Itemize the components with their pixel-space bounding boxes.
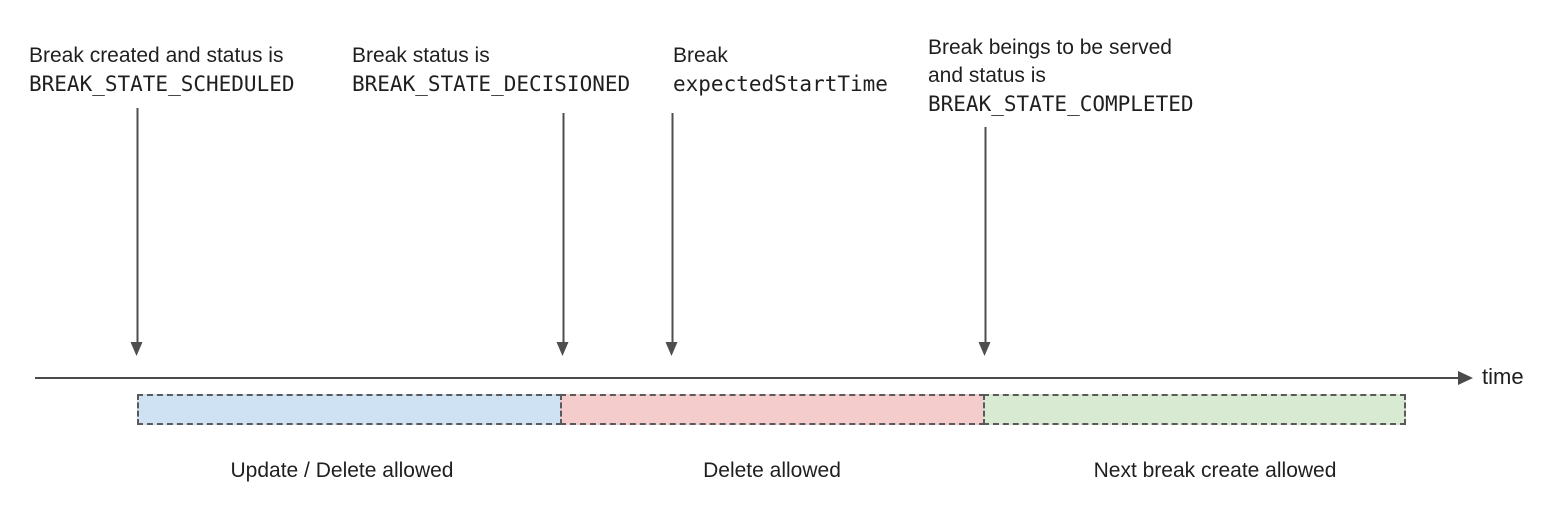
annotation-scheduled-text: Break created and status is <box>29 44 284 67</box>
segment-label-delete: Delete allowed <box>703 459 841 482</box>
arrow-down-icon <box>665 113 679 356</box>
annotation-decisioned-code: BREAK_STATE_DECISIONED <box>352 72 631 96</box>
segment-label-next-break: Next break create allowed <box>1093 459 1337 482</box>
segment-next-break-create-allowed <box>983 394 1406 425</box>
segment-delete-allowed <box>560 394 985 425</box>
annotation-completed-code: BREAK_STATE_COMPLETED <box>928 92 1194 116</box>
arrow-down-icon <box>978 127 992 356</box>
annotation-completed-text-2: and status is <box>928 64 1046 87</box>
annotation-expected-start-code: expectedStartTime <box>673 72 888 96</box>
arrow-down-icon <box>556 113 570 356</box>
annotation-scheduled: Break created and status is BREAK_STATE_… <box>29 42 295 99</box>
arrow-shaft <box>671 113 673 344</box>
annotation-scheduled-code: BREAK_STATE_SCHEDULED <box>29 72 295 96</box>
arrow-head <box>978 342 991 356</box>
arrow-down-icon <box>130 108 144 356</box>
annotation-expected-start-text: Break <box>673 44 728 67</box>
arrow-head <box>665 342 678 356</box>
annotation-expected-start: Break expectedStartTime <box>673 42 888 99</box>
arrow-shaft <box>136 108 138 344</box>
timeline-axis-label: time <box>1482 364 1524 389</box>
timeline-axis <box>35 377 1461 379</box>
segment-update-delete-allowed <box>137 394 562 425</box>
timeline-arrowhead-icon <box>1458 371 1473 385</box>
arrow-shaft <box>984 127 986 344</box>
annotation-completed: Break beings to be served and status is … <box>928 34 1194 119</box>
segment-label-update-delete: Update / Delete allowed <box>230 459 454 482</box>
arrow-shaft <box>562 113 564 344</box>
annotation-decisioned: Break status is BREAK_STATE_DECISIONED <box>352 42 630 99</box>
arrow-head <box>130 342 143 356</box>
annotation-decisioned-text: Break status is <box>352 44 490 67</box>
arrow-head <box>556 342 569 356</box>
annotation-completed-text-1: Break beings to be served <box>928 36 1172 59</box>
